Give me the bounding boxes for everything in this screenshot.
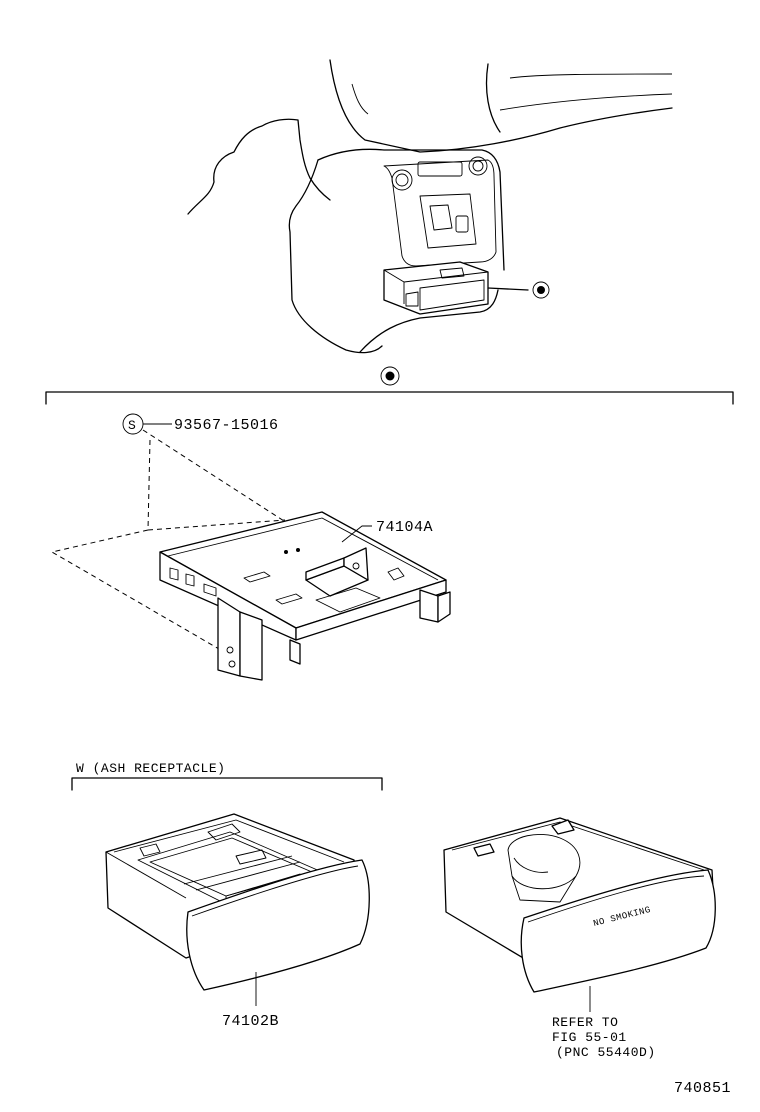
refer-line-3: (PNC 55440D) <box>556 1045 656 1060</box>
section-marker <box>380 366 400 386</box>
figure-number: 740851 <box>674 1080 731 1097</box>
ash-receptacle-74102B: 74102B <box>105 813 370 1030</box>
screw-symbol: S <box>128 418 136 433</box>
refer-line-2: FIG 55-01 <box>552 1030 627 1045</box>
screw-callout: S 93567-15016 <box>50 413 361 661</box>
refer-line-1: REFER TO <box>552 1015 618 1030</box>
ash-receptacle-header: W (ASH RECEPTACLE) <box>71 761 383 791</box>
screw-part-number: 93567-15016 <box>174 417 279 434</box>
cup-holder: NO SMOKING REFER TO FIG 55-01 (PNC 55440… <box>443 817 716 1060</box>
ash-receptacle-part-number: 74102B <box>222 1013 279 1030</box>
ash-receptacle-header-text: W (ASH RECEPTACLE) <box>76 761 225 776</box>
bracket-part-number: 74104A <box>376 519 433 536</box>
bracket-74104A: 74104A <box>159 511 451 681</box>
section-bracket-line <box>45 391 734 405</box>
dashboard-overview <box>187 59 673 354</box>
